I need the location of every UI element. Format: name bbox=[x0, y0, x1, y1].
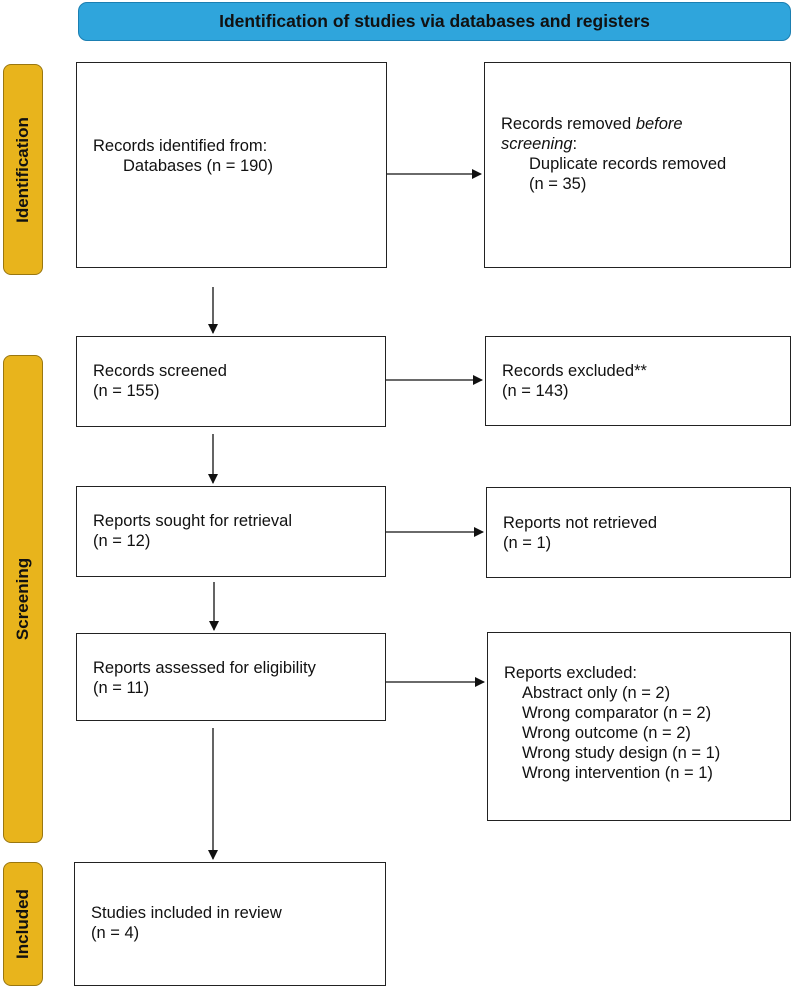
reports-sought-box: Reports sought for retrieval (n = 12) bbox=[76, 486, 386, 577]
reports-assessed-count: (n = 11) bbox=[93, 679, 150, 697]
records-removed-heading-colon: : bbox=[572, 135, 578, 153]
reports-assessed-box: Reports assessed for eligibility (n = 11… bbox=[76, 633, 386, 721]
exclusion-reason-item: Abstract only (n = 2) bbox=[522, 684, 671, 702]
reports-not-retrieved-box: Reports not retrieved (n = 1) bbox=[486, 487, 791, 578]
reports-not-retrieved-count: (n = 1) bbox=[503, 534, 552, 552]
records-removed-heading-screening: screening bbox=[501, 135, 573, 153]
records-identified-box: Records identified from: Databases (n = … bbox=[76, 62, 387, 268]
phase-included: Included bbox=[3, 862, 43, 986]
reports-sought-label: Reports sought for retrieval bbox=[93, 512, 293, 530]
records-screened-label: Records screened bbox=[93, 362, 227, 380]
records-excluded-label: Records excluded** bbox=[502, 362, 647, 380]
exclusion-reason-item: Wrong comparator (n = 2) bbox=[522, 704, 712, 722]
reports-excluded-title: Reports excluded: bbox=[504, 664, 637, 682]
header-title: Identification of studies via databases … bbox=[219, 11, 650, 31]
studies-included-box: Studies included in review (n = 4) bbox=[74, 862, 386, 986]
records-removed-heading-2: screening: bbox=[501, 134, 782, 154]
duplicates-removed-label: Duplicate records removed bbox=[529, 155, 727, 173]
studies-included-label: Studies included in review bbox=[91, 904, 282, 922]
records-screened-box: Records screened (n = 155) bbox=[76, 336, 386, 427]
reports-assessed-label: Reports assessed for eligibility bbox=[93, 659, 316, 677]
records-identified-databases: Databases (n = 190) bbox=[123, 157, 273, 175]
reports-sought-count: (n = 12) bbox=[93, 532, 151, 550]
records-removed-heading: Records removed before bbox=[501, 114, 782, 134]
exclusion-reason-item: Wrong study design (n = 1) bbox=[522, 744, 721, 762]
records-screened-count: (n = 155) bbox=[93, 382, 160, 400]
records-removed-heading-before: before bbox=[635, 115, 683, 133]
diagram-header: Identification of studies via databases … bbox=[78, 2, 791, 41]
records-excluded-box: Records excluded** (n = 143) bbox=[485, 336, 791, 426]
studies-included-count: (n = 4) bbox=[91, 924, 140, 942]
records-excluded-count: (n = 143) bbox=[502, 382, 569, 400]
records-removed-box: Records removed before screening: Duplic… bbox=[484, 62, 791, 268]
records-identified-heading: Records identified from: bbox=[93, 137, 268, 155]
exclusion-reason-item: Wrong outcome (n = 2) bbox=[522, 724, 691, 742]
reports-not-retrieved-label: Reports not retrieved bbox=[503, 514, 658, 532]
phase-screening: Screening bbox=[3, 355, 43, 843]
phase-identification: Identification bbox=[3, 64, 43, 275]
records-removed-heading-a: Records removed bbox=[501, 115, 636, 133]
exclusion-reason-item: Wrong intervention (n = 1) bbox=[522, 764, 713, 782]
duplicates-removed-count: (n = 35) bbox=[529, 175, 587, 193]
reports-excluded-box: Reports excluded: Abstract only (n = 2) … bbox=[487, 632, 791, 821]
